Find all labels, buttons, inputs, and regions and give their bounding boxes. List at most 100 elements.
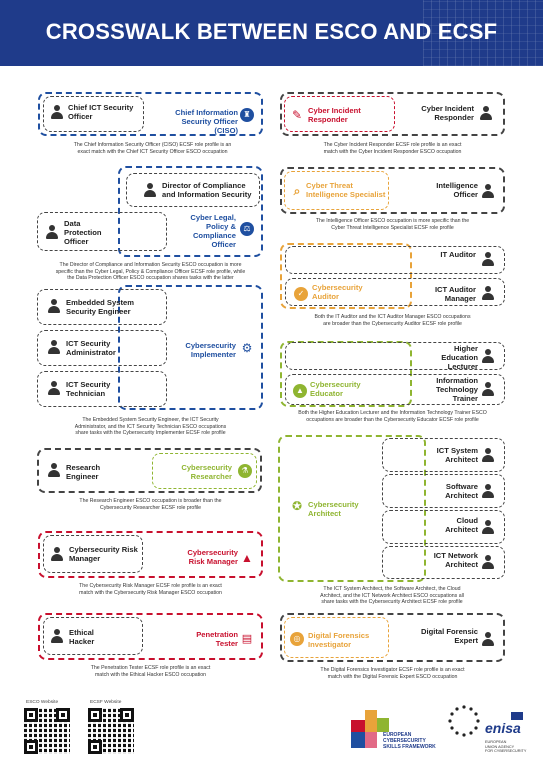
person-icon bbox=[48, 340, 60, 354]
ecsf-penetration-tester: Penetration Tester bbox=[196, 630, 238, 648]
legal-caption: The Director of Compliance and Informati… bbox=[55, 262, 246, 282]
esco-higher-education-lecturer: Higher Education Lecturer bbox=[441, 344, 478, 371]
esco-it-auditor: IT Auditor bbox=[440, 250, 476, 259]
educator-caption: Both the Higher Education Lecturer and t… bbox=[298, 410, 487, 423]
ecsf-ciso: Chief Information Security Officer (CISO… bbox=[175, 108, 238, 135]
forensic-esco-box bbox=[280, 613, 505, 662]
person-icon bbox=[482, 448, 494, 462]
ecsf-cybersecurity-educator: Cybersecurity Educator bbox=[310, 380, 361, 398]
lecturer-box bbox=[285, 342, 505, 370]
threat-ecsf-box bbox=[284, 171, 389, 210]
person-icon bbox=[482, 520, 494, 534]
embedded-engineer-box bbox=[37, 289, 167, 325]
person-icon bbox=[48, 299, 60, 313]
ecsf-cybersecurity-implementer: Cybersecurity Implementer bbox=[185, 341, 236, 359]
esco-ict-security-technician: ICT Security Technician bbox=[66, 380, 111, 398]
person-icon bbox=[482, 286, 494, 300]
director-compliance-box bbox=[126, 173, 260, 207]
person-icon bbox=[482, 555, 494, 569]
person-icon bbox=[482, 349, 494, 363]
ecsf-cyber-legal: Cyber Legal, Policy & Compliance Officer bbox=[190, 213, 236, 249]
esco-digital-forensic-expert: Digital Forensic Expert bbox=[421, 627, 478, 645]
ecsf-cyber-incident-responder: Cyber Incident Responder bbox=[308, 106, 361, 124]
ecsf-qr-code[interactable] bbox=[88, 708, 134, 754]
esco-ict-security-administrator: ICT Security Administrator bbox=[66, 339, 116, 357]
auditor-caption: Both the IT Auditor and the ICT Auditor … bbox=[314, 314, 471, 327]
research-engineer-box bbox=[37, 448, 262, 493]
esco-website-label: ESCO Website bbox=[26, 700, 59, 705]
ecsf-cyber-threat-intelligence-specialist: Cyber Threat Intelligence Specialist bbox=[306, 181, 386, 199]
esco-software-architect: Software Architect bbox=[445, 482, 478, 500]
incident-esco-box bbox=[280, 92, 505, 136]
fingerprint-icon: ◎ bbox=[290, 632, 304, 646]
esco-cybersecurity-risk-manager: Cybersecurity Risk Manager bbox=[69, 545, 138, 563]
blueprint-icon: ✪ bbox=[291, 499, 303, 513]
esco-qr-code[interactable] bbox=[24, 708, 70, 754]
esco-ict-auditor-manager: ICT Auditor Manager bbox=[434, 285, 476, 303]
security-technician-box bbox=[37, 371, 167, 407]
implementer-ecsf-box bbox=[118, 285, 263, 410]
ecsf-cybersecurity-researcher: Cybersecurity Researcher bbox=[181, 463, 232, 481]
esco-chief-ict-security-officer: Chief ICT Security Officer bbox=[68, 103, 134, 121]
puzzle-logo-icon bbox=[351, 710, 389, 748]
forensic-caption: The Digital Forensics Investigator ECSF … bbox=[320, 667, 465, 680]
ciso-caption: The Chief Information Security Officer (… bbox=[73, 142, 232, 155]
esco-intelligence-officer: Intelligence Officer bbox=[436, 181, 478, 199]
circuit-pattern bbox=[423, 0, 543, 66]
header-banner: CROSSWALK BETWEEN ESCO AND ECSF bbox=[0, 0, 543, 66]
system-architect-box bbox=[382, 438, 505, 472]
esco-cloud-architect: Cloud Architect bbox=[445, 516, 478, 534]
esco-embedded-system-security-engineer: Embedded System Security Engineer bbox=[66, 298, 134, 316]
person-icon bbox=[51, 629, 63, 643]
pentest-esco-box bbox=[43, 617, 143, 655]
person-icon bbox=[480, 106, 492, 120]
page-title: CROSSWALK BETWEEN ESCO AND ECSF bbox=[45, 19, 498, 44]
person-icon bbox=[48, 381, 60, 395]
it-auditor-box bbox=[285, 246, 505, 274]
person-icon bbox=[482, 252, 494, 266]
person-icon bbox=[482, 484, 494, 498]
security-admin-box bbox=[37, 330, 167, 366]
gears-icon: ⚙ bbox=[241, 341, 253, 355]
ict-auditor-manager-box bbox=[285, 278, 505, 306]
person-icon bbox=[482, 382, 494, 396]
eu-stars-icon bbox=[448, 705, 480, 737]
person-icon bbox=[48, 463, 60, 477]
esco-cyber-incident-responder: Cyber Incident Responder bbox=[421, 104, 474, 122]
warning-icon: ▲ bbox=[241, 551, 253, 565]
ecsf-cybersecurity-auditor: Cybersecurity Auditor bbox=[312, 283, 363, 301]
person-icon bbox=[144, 183, 156, 197]
software-architect-box bbox=[382, 474, 505, 508]
incident-caption: The Cyber Incident Responder ECSF role p… bbox=[323, 142, 462, 155]
researcher-ecsf-box bbox=[152, 453, 257, 489]
threat-caption: The Intelligence Officer ESCO occupation… bbox=[315, 218, 470, 231]
magnifier-icon: ⌕ bbox=[293, 184, 301, 198]
terminal-icon: ▤ bbox=[241, 633, 253, 645]
ciso-esco-box bbox=[43, 96, 144, 132]
esco-ict-network-architect: ICT Network Architect bbox=[433, 551, 478, 569]
esco-director-compliance: Director of Compliance and Information S… bbox=[162, 181, 252, 199]
flask-icon: ⚗ bbox=[238, 464, 252, 478]
incident-ecsf-box bbox=[284, 96, 395, 132]
person-icon bbox=[51, 105, 63, 119]
wrench-icon: ✎ bbox=[291, 108, 303, 122]
castle-icon: ♜ bbox=[240, 108, 254, 122]
esco-ethical-hacker: Ethical Hacker bbox=[69, 628, 95, 646]
dpo-box bbox=[37, 212, 167, 251]
ciso-ecsf-box bbox=[38, 92, 263, 136]
researcher-caption: The Research Engineer ESCO occupation is… bbox=[79, 498, 222, 511]
person-icon bbox=[51, 547, 63, 561]
pentest-ecsf-box bbox=[38, 613, 263, 660]
ecsf-cybersecurity-risk-manager: Cybersecurity Risk Manager bbox=[187, 548, 238, 566]
ecsf-cybersecurity-architect: Cybersecurity Architect bbox=[308, 500, 359, 518]
network-architect-box bbox=[382, 546, 505, 579]
ecsf-website-label: ECSF Website bbox=[90, 700, 122, 705]
risk-esco-box bbox=[43, 535, 143, 573]
eu-flag-icon bbox=[511, 712, 523, 720]
enisa-wordmark: enisa bbox=[485, 720, 521, 736]
auditor-ecsf-box bbox=[280, 243, 412, 309]
